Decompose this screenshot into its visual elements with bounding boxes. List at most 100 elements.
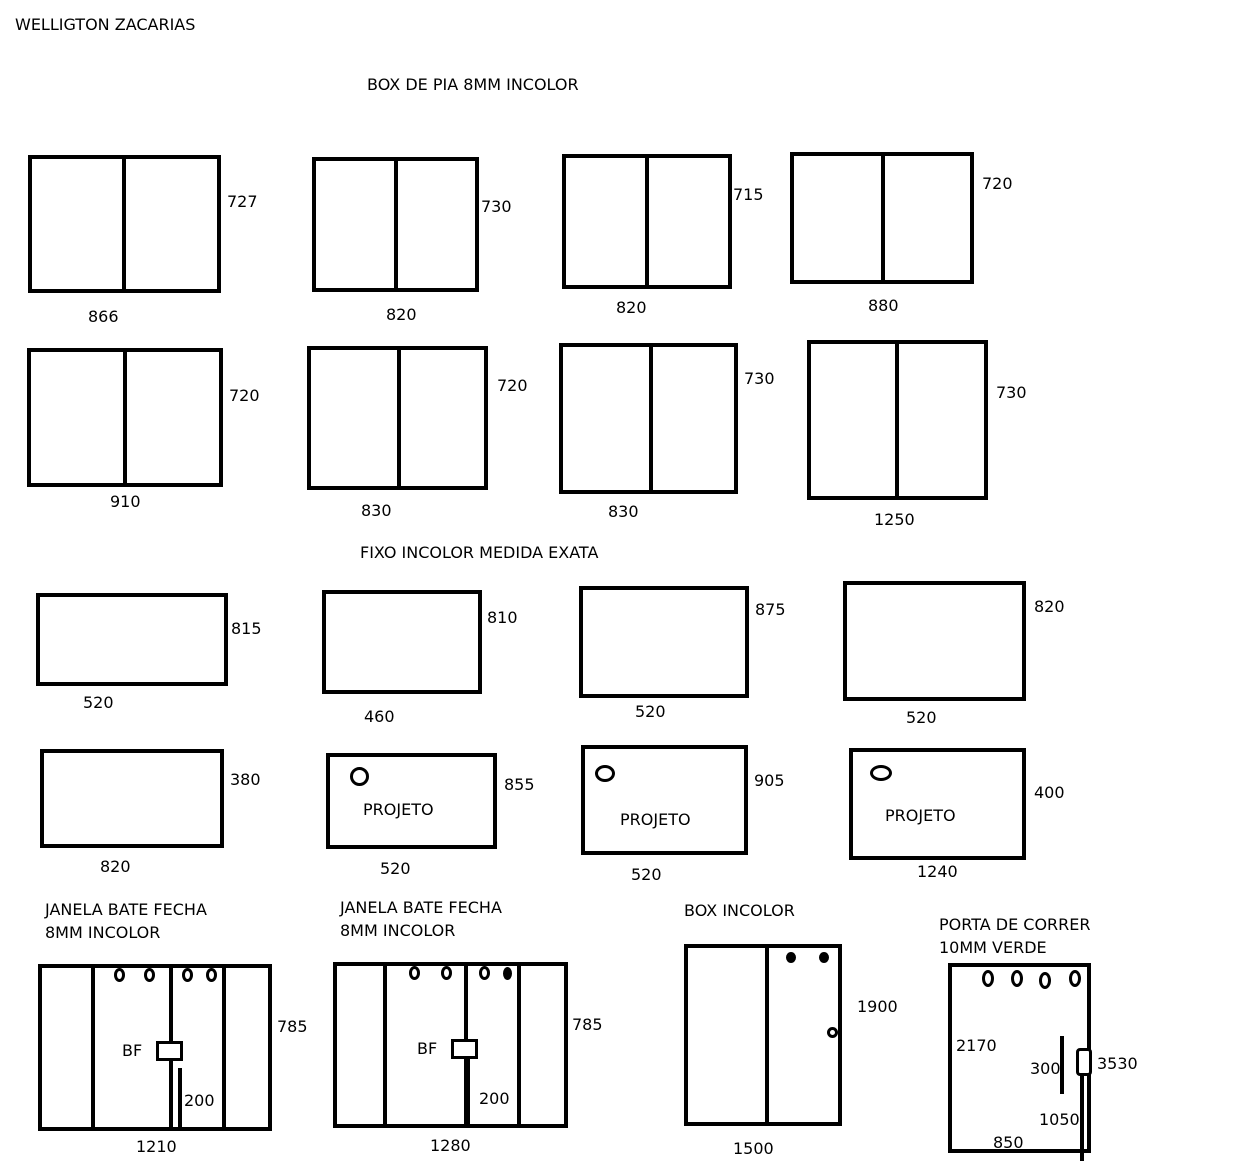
fixo-panel-5 xyxy=(40,749,224,848)
panel-height: 727 xyxy=(227,192,258,211)
panel-height: 400 xyxy=(1034,783,1065,802)
panel-width: 520 xyxy=(906,708,937,727)
panel-height: 730 xyxy=(481,197,512,216)
panel-divider xyxy=(383,966,387,1124)
panel-divider xyxy=(123,352,127,483)
panel-divider xyxy=(649,347,653,490)
hole-icon xyxy=(206,968,217,982)
projeto-label: PROJETO xyxy=(620,810,691,829)
panel-width: 520 xyxy=(83,693,114,712)
panel-height: 785 xyxy=(277,1017,308,1036)
panel-height: 715 xyxy=(733,185,764,204)
box-pia-panel-8 xyxy=(807,340,988,500)
box-pia-panel-7 xyxy=(559,343,738,494)
fixo-panel-4 xyxy=(843,581,1026,701)
handle-measure: 200 xyxy=(184,1091,215,1110)
projeto-label: PROJETO xyxy=(885,806,956,825)
panel-width: 910 xyxy=(110,492,141,511)
hole-icon xyxy=(1069,970,1081,987)
box-incolor-panel xyxy=(684,944,842,1126)
porta-width: 850 xyxy=(993,1133,1024,1152)
client-name: WELLIGTON ZACARIAS xyxy=(15,15,196,34)
hole-icon xyxy=(819,952,829,963)
panel-height: 820 xyxy=(1034,597,1065,616)
panel-height: 720 xyxy=(982,174,1013,193)
porta-left-height: 2170 xyxy=(956,1036,997,1055)
handle-line xyxy=(178,1068,182,1131)
hole-icon xyxy=(982,970,994,987)
hole-icon xyxy=(441,966,452,980)
panel-height: 380 xyxy=(230,770,261,789)
hole-icon xyxy=(182,968,193,982)
panel-width: 820 xyxy=(386,305,417,324)
box-pia-panel-2 xyxy=(312,157,479,292)
panel-height: 875 xyxy=(755,600,786,619)
fixo-panel-8 xyxy=(849,748,1026,860)
panel-width: 820 xyxy=(100,857,131,876)
hole-icon xyxy=(350,767,369,786)
panel-height: 730 xyxy=(996,383,1027,402)
lock-handle-icon xyxy=(156,1041,183,1061)
janela-title-line2: 8MM INCOLOR xyxy=(45,923,161,942)
panel-divider xyxy=(222,968,226,1127)
hole-icon xyxy=(503,967,512,980)
panel-divider xyxy=(895,344,899,496)
section-title-fixo: FIXO INCOLOR MEDIDA EXATA xyxy=(360,543,599,562)
panel-width: 460 xyxy=(364,707,395,726)
panel-width: 866 xyxy=(88,307,119,326)
panel-width: 880 xyxy=(868,296,899,315)
panel-height: 1900 xyxy=(857,997,898,1016)
porta-right-height: 3530 xyxy=(1097,1054,1138,1073)
panel-height: 855 xyxy=(504,775,535,794)
hole-icon xyxy=(870,765,892,781)
janela-title-line1: JANELA BATE FECHA xyxy=(45,900,207,919)
door-handle-icon xyxy=(1076,1048,1092,1076)
hole-icon xyxy=(1011,970,1023,987)
section-title-box-pia: BOX DE PIA 8MM INCOLOR xyxy=(367,75,579,94)
porta-title-line2: 10MM VERDE xyxy=(939,938,1047,957)
porta-handle-measure: 300 xyxy=(1030,1059,1061,1078)
panel-divider xyxy=(122,159,126,289)
janela-panel-2 xyxy=(333,962,568,1128)
panel-height: 905 xyxy=(754,771,785,790)
janela-title-line1: JANELA BATE FECHA xyxy=(340,898,502,917)
hole-icon xyxy=(786,952,796,963)
fixo-panel-6 xyxy=(326,753,497,849)
panel-height: 815 xyxy=(231,619,262,638)
janela-panel-1 xyxy=(38,964,272,1131)
handle-line xyxy=(466,1059,470,1127)
bf-label: BF xyxy=(122,1041,143,1060)
panel-divider xyxy=(881,156,885,280)
box-pia-panel-5 xyxy=(27,348,223,487)
panel-divider xyxy=(91,968,95,1127)
panel-width: 830 xyxy=(361,501,392,520)
hole-icon xyxy=(409,966,420,980)
projeto-label: PROJETO xyxy=(363,800,434,819)
panel-height: 720 xyxy=(497,376,528,395)
panel-width: 1240 xyxy=(917,862,958,881)
fixo-panel-2 xyxy=(322,590,482,694)
fixo-panel-3 xyxy=(579,586,749,698)
panel-divider xyxy=(645,158,649,285)
panel-height: 810 xyxy=(487,608,518,627)
fixo-panel-7 xyxy=(581,745,748,855)
box-pia-panel-6 xyxy=(307,346,488,490)
panel-width: 520 xyxy=(380,859,411,878)
janela-title-line2: 8MM INCOLOR xyxy=(340,921,456,940)
lock-handle-icon xyxy=(451,1039,478,1059)
panel-height: 730 xyxy=(744,369,775,388)
panel-width: 830 xyxy=(608,502,639,521)
panel-height: 785 xyxy=(572,1015,603,1034)
bf-label: BF xyxy=(417,1039,438,1058)
hole-icon xyxy=(595,765,615,782)
panel-divider xyxy=(517,966,521,1124)
handle-measure: 200 xyxy=(479,1089,510,1108)
panel-width: 1250 xyxy=(874,510,915,529)
porta-title-line1: PORTA DE CORRER xyxy=(939,915,1091,934)
panel-width: 1280 xyxy=(430,1136,471,1155)
box-pia-panel-1 xyxy=(28,155,221,293)
panel-height: 720 xyxy=(229,386,260,405)
panel-width: 520 xyxy=(631,865,662,884)
porta-correr-panel xyxy=(948,963,1092,1161)
panel-divider xyxy=(394,161,398,288)
